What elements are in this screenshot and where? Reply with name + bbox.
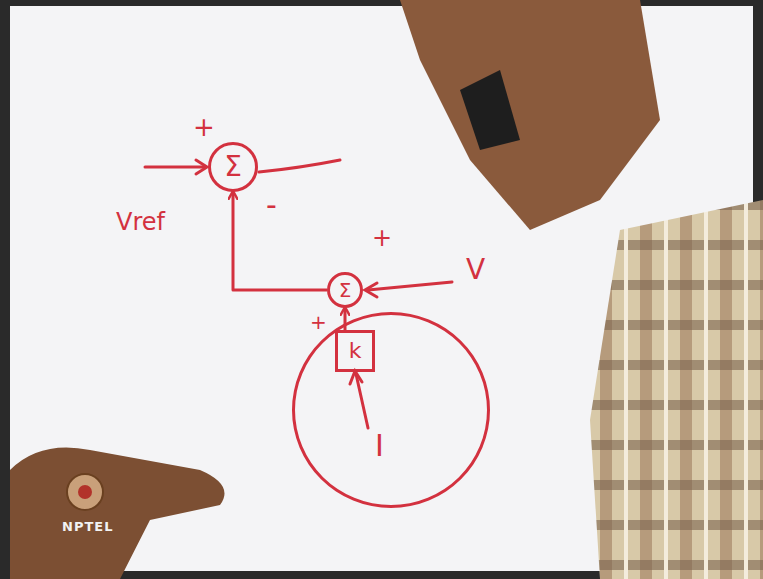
arrowhead [196, 160, 207, 174]
arrowhead [350, 371, 362, 384]
vref-arrow [145, 166, 204, 169]
gain-box: k [335, 330, 375, 372]
marker-pen [460, 70, 520, 150]
signal-connector [344, 308, 347, 330]
plus-sign: + [193, 114, 215, 140]
watermark: NPTEL [62, 520, 113, 533]
signal-name: V [466, 256, 485, 284]
nptel-logo-core [78, 485, 92, 499]
arrowhead [365, 283, 377, 297]
fingers [10, 448, 225, 579]
signal-name: Vref [116, 210, 165, 234]
node-text: Σ [224, 153, 242, 181]
summing-junction: Σ [208, 142, 258, 192]
output-line [259, 160, 340, 172]
plus-sign: + [310, 312, 327, 332]
signal-connector [233, 192, 327, 290]
sleeve [590, 200, 763, 579]
summing-junction: Σ [327, 272, 363, 308]
minus-sign: - [266, 190, 277, 220]
hand [400, 0, 660, 230]
enclosing-circle: Ik [292, 312, 490, 508]
nptel-logo [67, 474, 103, 510]
v-arrow [368, 282, 452, 290]
node-text: Σ [339, 280, 352, 300]
node-text: k [349, 340, 362, 362]
plus-sign: + [372, 226, 392, 250]
node-text: I [375, 431, 384, 461]
